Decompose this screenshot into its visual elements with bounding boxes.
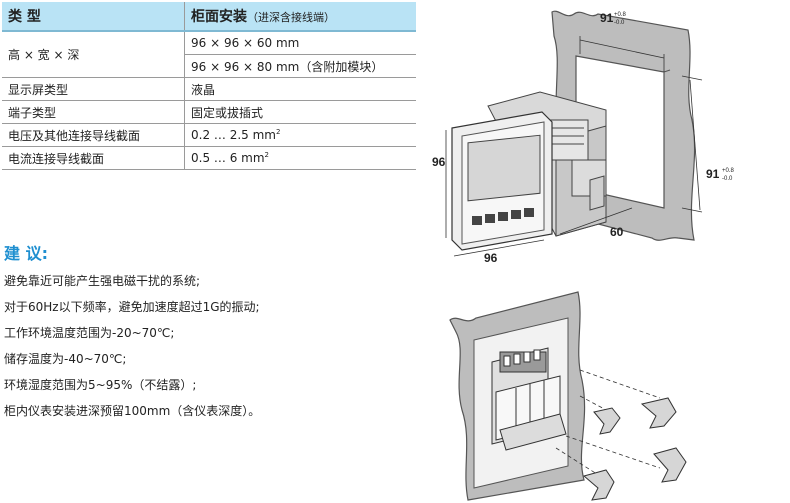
dim-front-width: 96 xyxy=(484,251,498,265)
panel-cutout-drawing: 91 +0.8 -0.0 91 +0.8 -0.0 96 96 60 xyxy=(432,10,735,265)
header-type: 类 型 xyxy=(2,2,185,32)
advice-item: 对于60Hz以下频率，避免加速度超过1G的振动; xyxy=(4,300,260,314)
row-value-dimensions-1: 96 × 96 × 60 mm xyxy=(184,31,416,55)
advice-list: 避免靠近可能产生强电磁干扰的系统; 对于60Hz以下频率，避免加速度超过1G的振… xyxy=(4,268,260,424)
meter-buttons xyxy=(472,208,534,225)
advice-item: 环境湿度范围为5~95%（不结露）; xyxy=(4,378,197,392)
dim-panel-height-tol-lower: -0.0 xyxy=(722,176,733,182)
row-label-display: 显示屏类型 xyxy=(2,77,185,101)
header-depth-note: （进深含接线端） xyxy=(247,11,335,24)
row-value-terminal: 固定或拔插式 xyxy=(184,100,416,124)
current-wire-value: 0.5 … 6 mm xyxy=(191,151,265,165)
table-row: 电压及其他连接导线截面 0.2 … 2.5 mm2 xyxy=(2,123,416,147)
dim-panel-width: 91 xyxy=(600,11,614,25)
advice-item: 避免靠近可能产生强电磁干扰的系统; xyxy=(4,274,201,288)
rear-mounting-drawing xyxy=(449,291,687,501)
current-wire-unit-sup: 2 xyxy=(264,151,270,159)
voltage-wire-unit-sup: 2 xyxy=(276,128,281,136)
advice-item: 柜内仪表安装进深预留100mm（含仪表深度）。 xyxy=(4,404,261,418)
table-row: 端子类型 固定或拔插式 xyxy=(2,100,416,124)
table-row: 电流连接导线截面 0.5 … 6 mm2 xyxy=(2,146,416,170)
row-label-terminal: 端子类型 xyxy=(2,100,185,124)
header-panel-mount-label: 柜面安装 xyxy=(191,9,247,25)
table-row: 96 × 96 × 80 mm（含附加模块） xyxy=(2,54,416,78)
terminal-pins xyxy=(503,349,541,367)
voltage-wire-value: 0.2 … 2.5 mm xyxy=(191,128,276,142)
row-value-dimensions-2: 96 × 96 × 80 mm（含附加模块） xyxy=(184,54,416,78)
table-header-row: 类 型 柜面安装（进深含接线端） xyxy=(2,2,416,32)
dim-panel-width-tol-lower: -0.0 xyxy=(614,20,625,26)
table-row: 高 × 宽 × 深 96 × 96 × 60 mm xyxy=(2,31,416,78)
advice-item: 储存温度为-40~70℃; xyxy=(4,352,127,366)
advice-item: 工作环境温度范围为-20~70℃; xyxy=(4,326,175,340)
dim-panel-height-tol-upper: +0.8 xyxy=(722,168,735,174)
dim-front-height: 96 xyxy=(432,155,446,169)
dim-panel-height: 91 xyxy=(706,167,720,181)
table-row: 显示屏类型 液晶 xyxy=(2,77,416,101)
dim-depth: 60 xyxy=(610,225,624,239)
dim-panel-width-tol-upper: +0.8 xyxy=(614,12,627,18)
spec-table: 类 型 柜面安装（进深含接线端） 高 × 宽 × 深 96 × 96 × 60 … xyxy=(2,2,416,170)
row-label-voltage-wire: 电压及其他连接导线截面 xyxy=(2,123,185,147)
advice-title: 建 议: xyxy=(4,244,48,263)
row-label-dimensions: 高 × 宽 × 深 xyxy=(2,31,185,78)
header-panel-mount: 柜面安装（进深含接线端） xyxy=(184,2,416,32)
row-value-display: 液晶 xyxy=(184,77,416,101)
row-label-current-wire: 电流连接导线截面 xyxy=(2,146,185,170)
mounting-clips xyxy=(582,397,687,501)
row-value-voltage-wire: 0.2 … 2.5 mm2 xyxy=(184,123,416,147)
row-value-current-wire: 0.5 … 6 mm2 xyxy=(184,146,416,170)
